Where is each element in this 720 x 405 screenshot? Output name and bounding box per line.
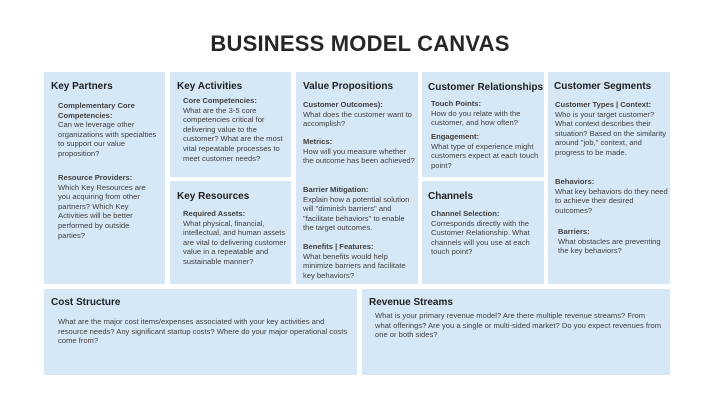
customer-types-section: Customer Types | Context: Who is your ta… <box>555 100 668 158</box>
customer-segments-heading: Customer Segments <box>554 81 652 92</box>
resource-providers-section: Resource Providers: Which Key Resources … <box>58 173 158 240</box>
barriers-section: Barriers: What obstacles are preventing … <box>558 227 668 256</box>
section-text: Can we leverage other organizations with… <box>58 120 157 158</box>
value-propositions-heading: Value Propositions <box>303 81 394 92</box>
revenue-streams-text: What is your primary revenue model? Are … <box>375 311 663 340</box>
key-partners-heading: Key Partners <box>51 81 113 92</box>
section-label: Required Assets: <box>183 209 246 218</box>
section-text: What benefits would help minimize barrie… <box>303 251 406 280</box>
customer-relationships-heading: Customer Relationships <box>428 82 544 93</box>
section-label: Barriers: <box>558 227 590 236</box>
value-propositions-box: Value Propositions Customer Outcomes): W… <box>296 72 418 284</box>
section-text: What is your primary revenue model? Are … <box>375 311 662 340</box>
section-text: What key behaviors do they need to achie… <box>555 186 668 215</box>
core-competencies-section: Core Competencies: What are the 3-5 core… <box>183 96 287 163</box>
key-activities-heading: Key Activities <box>177 81 243 92</box>
section-label: Complementary Core Competencies: <box>58 101 135 120</box>
channel-selection-section: Channel Selection: Corresponds directly … <box>431 209 541 257</box>
key-resources-box: Key Resources Required Assets: What phys… <box>170 181 291 284</box>
section-label: Touch Points: <box>431 99 482 108</box>
cost-structure-box: Cost Structure What are the major cost i… <box>44 289 357 375</box>
section-label: Customer Outcomes): <box>303 100 383 109</box>
section-text: Who is your target customer? What contex… <box>555 109 667 157</box>
section-label: Channel Selection: <box>431 209 500 218</box>
section-label: Benefits | Features: <box>303 242 374 251</box>
section-label: Core Competencies: <box>183 96 257 105</box>
section-text: What type of experience might customers … <box>431 141 539 170</box>
required-assets-section: Required Assets: What physical, financia… <box>183 209 287 267</box>
cost-structure-text: What are the major cost items/expenses a… <box>58 317 350 346</box>
section-text: Corresponds directly with the Customer R… <box>431 218 530 257</box>
section-text: Which Key Resources are you acquiring fr… <box>58 182 146 240</box>
channels-box: Channels Channel Selection: Corresponds … <box>422 181 544 284</box>
key-resources-heading: Key Resources <box>177 191 250 202</box>
revenue-streams-box: Revenue Streams What is your primary rev… <box>362 289 670 375</box>
barrier-mitigation-section: Barrier Mitigation: Explain how a potent… <box>303 185 415 233</box>
behaviors-section: Behaviors: What key behaviors do they ne… <box>555 177 668 215</box>
customer-relationships-box: Customer Relationships Touch Points: How… <box>422 72 544 177</box>
key-partners-box: Key Partners Complementary Core Competen… <box>44 72 165 284</box>
section-label: Customer Types | Context: <box>555 100 652 109</box>
section-label: Resource Providers: <box>58 173 133 182</box>
section-text: What are the 3-5 core competencies criti… <box>183 105 283 163</box>
section-label: Engagement: <box>431 132 480 141</box>
benefits-features-section: Benefits | Features: What benefits would… <box>303 242 415 280</box>
section-text: How will you measure whether the outcome… <box>303 146 415 166</box>
touch-points-section: Touch Points: How do you relate with the… <box>431 99 541 128</box>
section-label: Metrics: <box>303 137 333 146</box>
revenue-streams-heading: Revenue Streams <box>369 297 453 308</box>
section-text: What are the major cost items/expenses a… <box>58 317 348 346</box>
section-label: Barrier Mitigation: <box>303 185 369 194</box>
key-activities-box: Key Activities Core Competencies: What a… <box>170 72 291 177</box>
page-title: BUSINESS MODEL CANVAS <box>210 31 510 56</box>
metrics-section: Metrics: How will you measure whether th… <box>303 137 415 166</box>
section-text: How do you relate with the customer, and… <box>431 108 521 128</box>
section-label: Behaviors: <box>555 177 595 186</box>
cost-structure-heading: Cost Structure <box>51 297 121 308</box>
channels-heading: Channels <box>428 191 474 202</box>
section-text: What physical, financial, intellectual, … <box>183 218 286 266</box>
section-text: Explain how a potential solution will "d… <box>303 194 410 233</box>
customer-segments-box: Customer Segments Customer Types | Conte… <box>548 72 670 284</box>
complementary-competencies-section: Complementary Core Competencies: Can we … <box>58 101 158 159</box>
section-text: What obstacles are preventing the key be… <box>558 236 661 256</box>
section-text: What does the customer want to accomplis… <box>303 109 412 129</box>
customer-outcomes-section: Customer Outcomes): What does the custom… <box>303 100 415 129</box>
engagement-section: Engagement: What type of experience migh… <box>431 132 541 170</box>
